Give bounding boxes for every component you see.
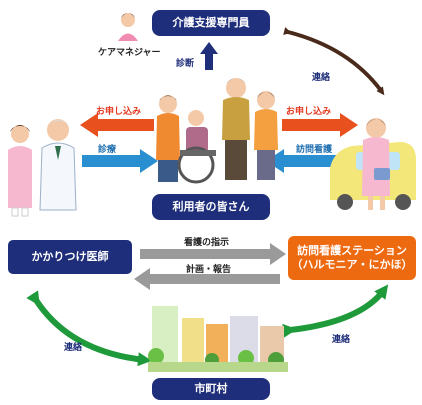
consultation-arrow: [82, 149, 158, 173]
home-nursing-label: 訪問看護: [296, 145, 333, 155]
renraku-left-label: 連絡: [64, 343, 83, 353]
plan-report-label: 計画・報告: [186, 265, 232, 275]
renraku-top-label: 連絡: [312, 73, 331, 83]
renraku-left-arrow: [26, 290, 152, 367]
users-box: 利用者の皆さん: [152, 194, 270, 220]
renraku-right-label: 連絡: [332, 335, 351, 345]
renraku-right-arrow: [282, 284, 389, 338]
municipality-box: 市町村: [152, 378, 270, 400]
station-name: 訪問看護ステーション: [297, 244, 407, 258]
nurse-car-illustration: [330, 118, 416, 210]
station-subname: （ハルモニア・にかほ）: [291, 258, 413, 271]
station-box: 訪問看護ステーション （ハルモニア・にかほ）: [288, 236, 416, 280]
care-manager-illustration: [118, 13, 138, 41]
nursing-instruction-label: 看護の指示: [184, 238, 230, 248]
care-specialist-box: 介護支援専門員: [152, 10, 270, 36]
doctor-illustration: [8, 119, 77, 217]
diagnosis-label: 診断: [176, 59, 195, 69]
application-right-label: お申し込み: [286, 107, 332, 117]
care-manager-label: ケアマネジャー: [98, 48, 161, 58]
diagnosis-arrow: [200, 42, 218, 70]
renraku-top-arrow: [283, 27, 385, 96]
doctor-box: かかりつけ医師: [8, 240, 132, 274]
nursing-instruction-arrow: [140, 243, 286, 265]
application-left-arrow: [80, 113, 154, 137]
application-right-arrow: [282, 113, 358, 137]
plan-report-arrow: [134, 268, 280, 290]
users-illustration: [156, 78, 278, 184]
application-left-label: お申し込み: [96, 107, 142, 117]
town-illustration: [148, 306, 288, 372]
consultation-label: 診療: [98, 145, 117, 155]
